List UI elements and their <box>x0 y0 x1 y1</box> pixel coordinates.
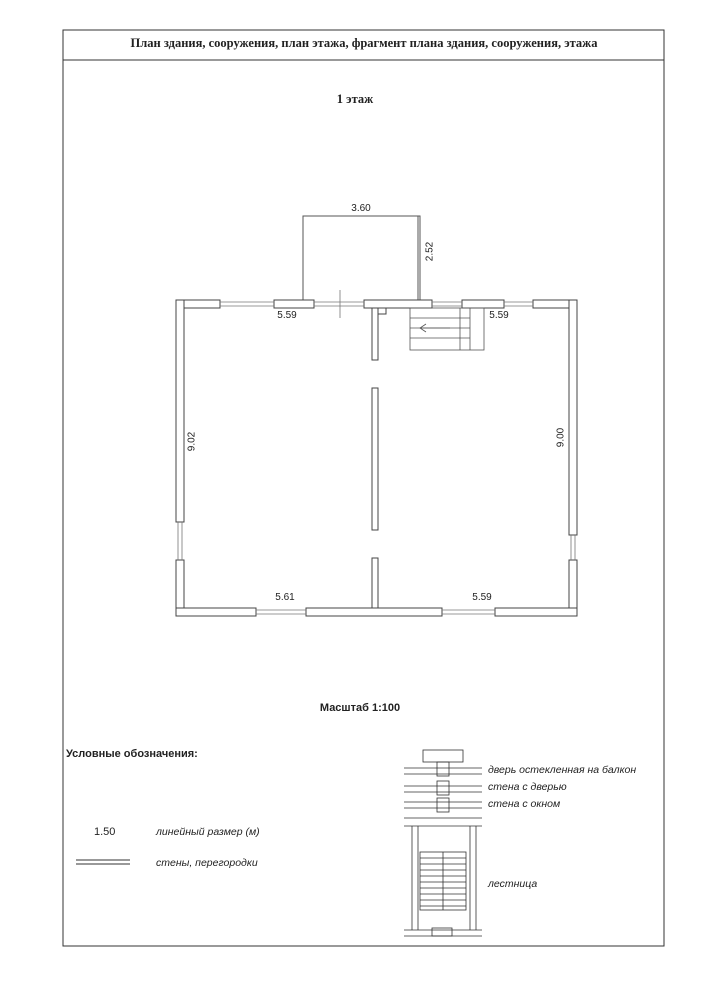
dimension-bottom-left: 5.61 <box>275 592 295 603</box>
dimension-top-left: 5.59 <box>277 310 297 321</box>
sheet-frame <box>62 29 665 947</box>
legend-stairs: лестница <box>488 878 538 890</box>
legend-glass-door-symbol <box>404 749 482 813</box>
balcony <box>302 215 421 300</box>
document-title: План здания, сооружения, план этажа, фра… <box>130 36 598 50</box>
legend-sample-dimension: 1.50 <box>94 826 116 838</box>
dimension-right: 9.00 <box>555 427 567 448</box>
dimension-bottom-right: 5.59 <box>472 592 492 603</box>
interior-walls <box>371 307 387 609</box>
legend-title: Условные обозначения: <box>66 748 198 760</box>
stairs <box>409 307 485 351</box>
dimension-top-right: 5.59 <box>489 310 509 321</box>
legend-wall-window: стена с окном <box>488 798 561 810</box>
dimension-balcony-width: 3.60 <box>351 203 371 214</box>
legend-stairs-symbol <box>404 817 482 937</box>
exterior-walls <box>175 299 578 617</box>
windows <box>177 290 576 615</box>
dimension-left: 9.02 <box>186 431 198 452</box>
dimension-balcony-depth: 2.52 <box>424 241 436 262</box>
legend-walls: стены, перегородки <box>156 857 258 869</box>
legend-glass-door: дверь остекленная на балкон <box>488 764 637 776</box>
scale-label: Масштаб 1:100 <box>319 702 401 714</box>
legend-wall-door: стена с дверью <box>488 781 567 793</box>
legend-linear-dimension: линейный размер (м) <box>156 826 260 838</box>
legend-wall-symbol <box>76 859 130 865</box>
floor-label: 1 этаж <box>336 92 374 106</box>
